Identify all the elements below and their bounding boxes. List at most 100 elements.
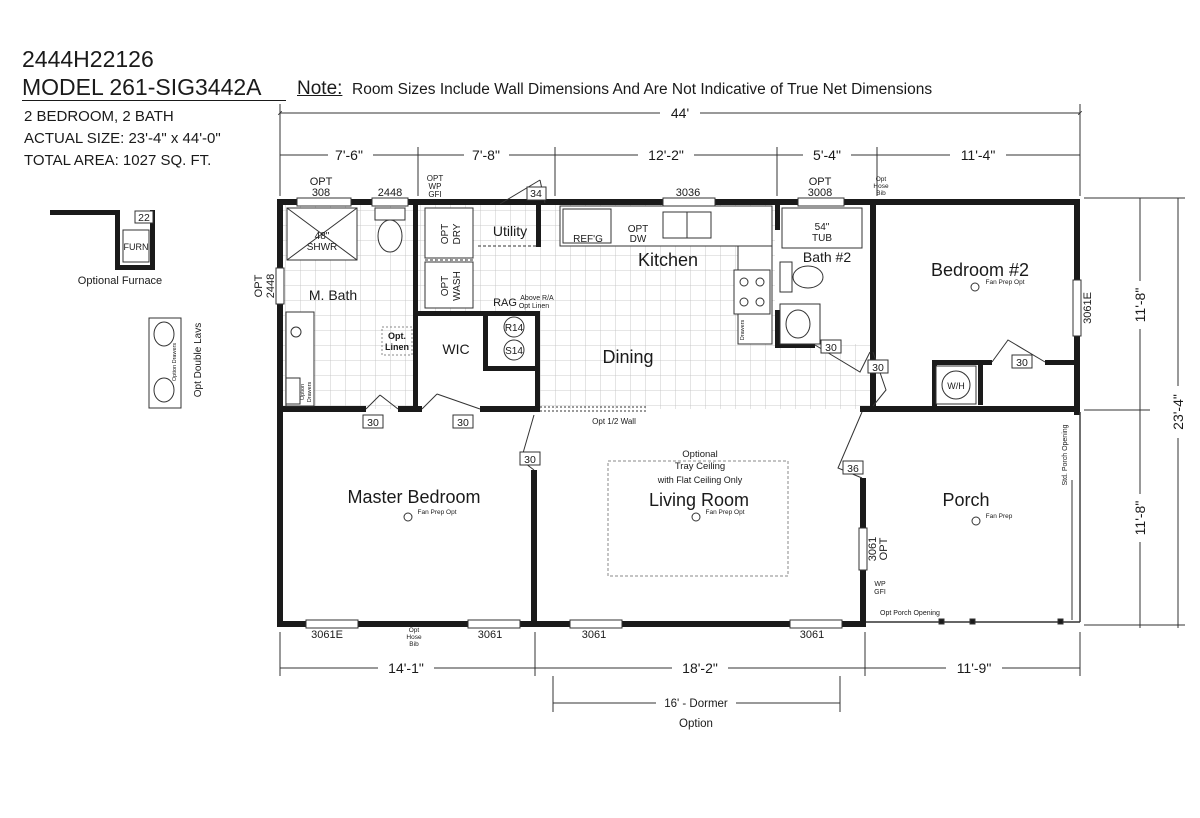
label-above-ra-b: Opt Linen bbox=[519, 303, 549, 310]
note-wp-gfi-a: WP bbox=[874, 581, 886, 588]
room-wic: WIC bbox=[442, 341, 469, 357]
win-opt2448-left-b: 2448 bbox=[265, 274, 277, 298]
label-furn: FURN bbox=[124, 242, 149, 252]
win-opt3061-porch-b: OPT bbox=[878, 537, 890, 560]
label-opt-wash-a: OPT bbox=[440, 276, 451, 297]
dim-top-5: 11'-4" bbox=[961, 147, 996, 163]
note-fan-master: Fan Prep Opt bbox=[417, 509, 456, 516]
note-tray-b: Tray Ceiling bbox=[675, 461, 725, 472]
label-shower-a: 48" bbox=[315, 231, 330, 242]
note-text: Room Sizes Include Wall Dimensions And A… bbox=[352, 81, 933, 98]
note-fan-living: Fan Prep Opt bbox=[705, 509, 744, 516]
win-3061-a: 3061 bbox=[478, 629, 502, 641]
label-rag: RAG bbox=[493, 297, 517, 309]
dryer bbox=[424, 207, 474, 259]
win-opt308-a: OPT bbox=[310, 176, 333, 188]
door-tag-30f: 30 bbox=[1016, 357, 1028, 369]
label-opt-dry-b: DRY bbox=[452, 223, 463, 244]
s14-fixture bbox=[503, 339, 525, 361]
note-opt-half-wall: Opt 1/2 Wall bbox=[592, 417, 636, 426]
win-3061-b: 3061 bbox=[582, 629, 606, 641]
water-heater bbox=[941, 370, 971, 400]
spec-bed-bath: 2 BEDROOM, 2 BATH bbox=[24, 108, 174, 125]
win-3061-c: 3061 bbox=[800, 629, 824, 641]
label-opt-wash-b: WASH bbox=[452, 271, 463, 301]
notes: OPT WP GFI Opt Hose Bib Opt Hose Bib Fan… bbox=[78, 174, 1069, 648]
note-std-porch-opening: Std. Porch Opening bbox=[1062, 424, 1069, 485]
note-label: Note: bbox=[297, 78, 343, 99]
porch-outline bbox=[866, 412, 1081, 623]
door-tags: 22 34 30 30 30 30 30 30 36 bbox=[134, 186, 1033, 475]
room-porch: Porch bbox=[942, 490, 989, 510]
label-tub-a: 54" bbox=[815, 222, 830, 233]
dim-overall: 44' bbox=[671, 105, 689, 121]
win-opt3008-b: 3008 bbox=[808, 187, 832, 199]
note-opt-double-lavs: Opt Double Lavs bbox=[193, 323, 204, 398]
door-tag-34: 34 bbox=[530, 188, 542, 200]
fixtures bbox=[122, 205, 1064, 625]
label-r14: R14 bbox=[505, 323, 524, 334]
label-opt-drawers-a: Option bbox=[300, 384, 306, 400]
door-tag-22: 22 bbox=[138, 212, 150, 224]
note-opt-hose2-b: Hose bbox=[406, 634, 422, 641]
win-3061e-bottom: 3061E bbox=[311, 629, 343, 641]
room-m-bath: M. Bath bbox=[309, 287, 357, 303]
dim-bottom-2: 18'-2" bbox=[682, 660, 718, 676]
door-tag-30b: 30 bbox=[457, 417, 469, 429]
dim-right-upper: 11'-8" bbox=[1132, 288, 1148, 323]
r14-fixture bbox=[503, 316, 525, 338]
label-wh: W/H bbox=[947, 381, 965, 391]
model-title: MODEL 261-SIG3442A bbox=[22, 74, 262, 100]
room-bedroom2: Bedroom #2 bbox=[931, 260, 1029, 280]
dim-top-4: 5'-4" bbox=[813, 147, 841, 163]
room-living-room: Living Room bbox=[649, 490, 749, 510]
dim-top-3: 12'-2" bbox=[648, 147, 684, 163]
dim-bottom-1: 14'-1" bbox=[388, 660, 424, 676]
tub bbox=[781, 207, 863, 249]
dim-bottom-3: 11'-9" bbox=[957, 660, 992, 676]
note-opt-hose-b: Hose bbox=[873, 183, 889, 190]
door-tag-30a: 30 bbox=[367, 417, 379, 429]
note-opt-wp-gfi-c: GFI bbox=[428, 190, 441, 199]
room-utility: Utility bbox=[493, 223, 527, 239]
room-dining: Dining bbox=[602, 347, 653, 367]
dim-dormer-option: Option bbox=[679, 718, 713, 730]
range bbox=[733, 269, 771, 315]
room-master-bedroom: Master Bedroom bbox=[347, 487, 480, 507]
plan-code: 2444H22126 bbox=[22, 46, 154, 72]
note-fan-porch: Fan Prep bbox=[986, 513, 1013, 520]
win-opt3008-a: OPT bbox=[809, 176, 832, 188]
door-tag-30c: 30 bbox=[524, 454, 536, 466]
label-above-ra-a: Above R/A bbox=[520, 295, 554, 302]
spec-actual-size: ACTUAL SIZE: 23'-4" x 44'-0" bbox=[24, 130, 221, 147]
dimension-labels: 44' 7'-6" 7'-8" 12'-2" 5'-4" 11'-4" 14'-… bbox=[328, 104, 1186, 730]
label-opt-drawers-b: Drawers bbox=[307, 382, 313, 403]
sink-bath2 bbox=[785, 309, 811, 339]
door-tag-36: 36 bbox=[847, 463, 859, 475]
tray-ceiling bbox=[607, 460, 789, 577]
window-labels: OPT 308 2448 30 36 OPT 3008 3061E 3061 30… bbox=[253, 176, 1094, 641]
label-opt-linen-b: Linen bbox=[385, 342, 409, 352]
windows bbox=[275, 197, 1082, 629]
spec-total-area: TOTAL AREA: 1027 SQ. FT. bbox=[24, 152, 212, 169]
dim-top-2: 7'-8" bbox=[472, 147, 500, 163]
note-wp-gfi-b: GFI bbox=[874, 589, 886, 596]
note-opt-hose2-c: Bib bbox=[409, 641, 419, 648]
room-bath2: Bath #2 bbox=[803, 249, 851, 265]
win-opt2448-left-a: OPT bbox=[253, 274, 265, 297]
dim-right-total: 23'-4" bbox=[1170, 394, 1186, 430]
label-refg: REF'G bbox=[573, 234, 603, 245]
label-opt-dw-a: OPT bbox=[628, 224, 649, 235]
label-opt-dw-b: DW bbox=[630, 234, 647, 245]
win-opt308-b: 308 bbox=[312, 187, 330, 199]
dim-dormer: 16' - Dormer bbox=[664, 698, 728, 710]
note-opt-porch-opening: Opt Porch Opening bbox=[880, 610, 940, 617]
label-opt-drawers-dl: Option Drawers bbox=[172, 343, 178, 381]
toilet-master bbox=[377, 219, 403, 253]
furnace bbox=[122, 229, 150, 263]
note-opt-hose2-a: Opt bbox=[409, 627, 420, 634]
win-3061e-right: 3061E bbox=[1082, 292, 1094, 324]
label-opt-dry-a: OPT bbox=[440, 224, 451, 245]
label-opt-linen-a: Opt. bbox=[388, 331, 406, 341]
